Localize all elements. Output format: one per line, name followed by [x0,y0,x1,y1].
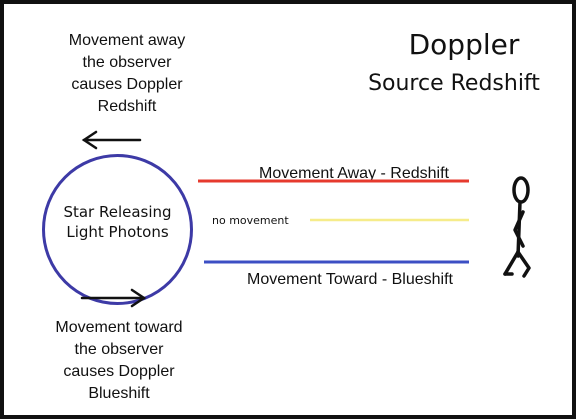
title-main: Doppler [408,28,520,61]
note-movement-toward: Movement toward the observer causes Dopp… [55,319,183,402]
redshift-label: Movement Away - Redshift [258,165,449,182]
arrow-left-icon [81,130,142,150]
diagram-graphics [80,130,531,308]
no-movement-label: no movement [212,214,289,227]
stick-figure-observer-icon [503,176,531,278]
blueshift-label: Movement Toward - Blueshift [246,271,453,288]
arrow-right-icon [80,288,147,308]
note-movement-away: Movement away the observer causes Dopple… [68,32,186,115]
star-circle [42,154,193,305]
star-label: Star Releasing Light Photons [63,203,172,241]
title-sub: Source Redshift [368,71,540,96]
